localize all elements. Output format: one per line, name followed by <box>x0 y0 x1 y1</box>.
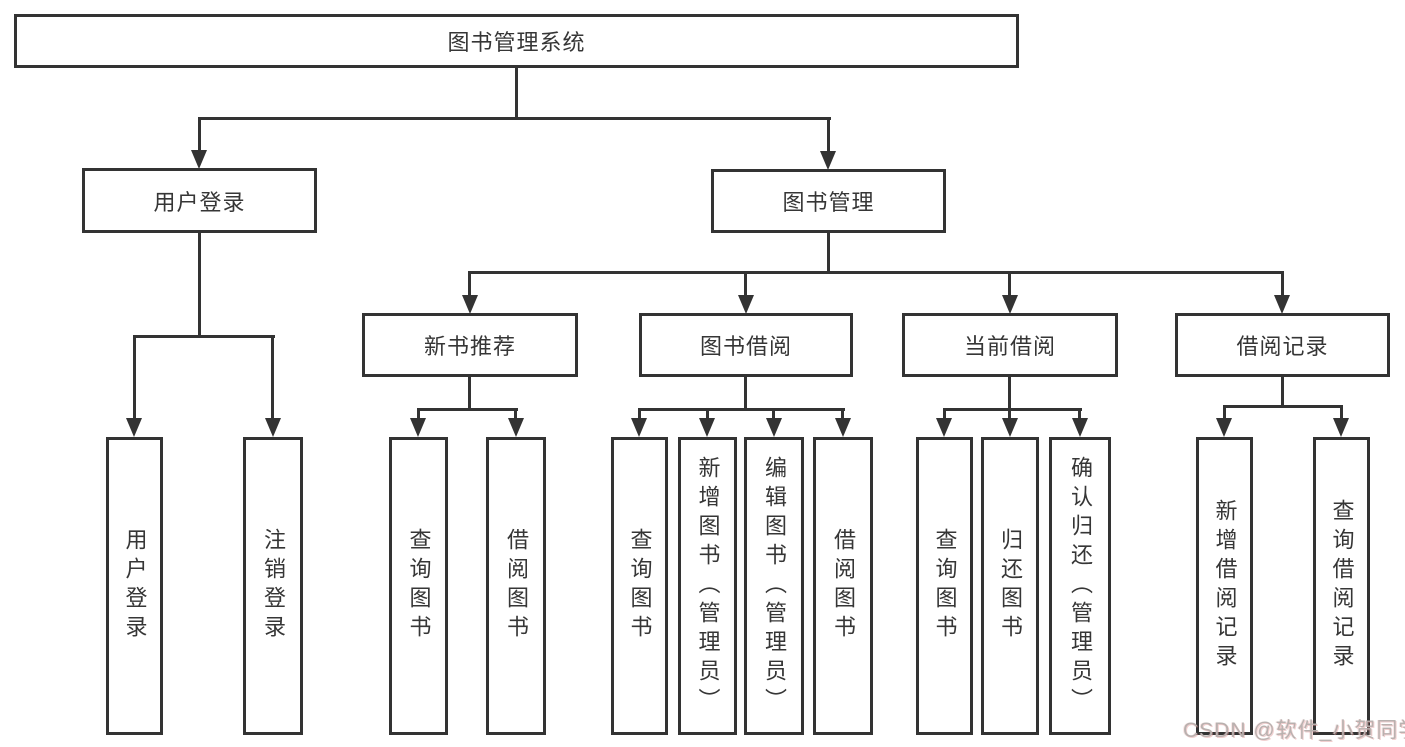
arrowhead-down-icon <box>410 418 426 437</box>
arrowhead-down-icon <box>631 418 647 437</box>
connector-line <box>772 408 775 421</box>
arrowhead-down-icon <box>699 418 715 437</box>
connector-line <box>1008 408 1011 421</box>
leaf-query-books-borrow: 查询图书 <box>611 437 668 735</box>
leaf-return-books: 归还图书 <box>981 437 1039 735</box>
node-new-book-recommend: 新书推荐 <box>362 313 578 377</box>
leaf-confirm-return-admin: 确认归还（管理员） <box>1049 437 1111 735</box>
arrowhead-down-icon <box>766 418 782 437</box>
arrowhead-down-icon <box>738 295 754 314</box>
node-book-management: 图书管理 <box>711 169 946 233</box>
arrowhead-down-icon <box>126 418 142 437</box>
leaf-logout: 注销登录 <box>243 437 303 735</box>
node-user-login: 用户登录 <box>82 168 317 233</box>
connector-line <box>744 271 747 297</box>
connector-line <box>1223 405 1343 408</box>
leaf-query-books-recommend: 查询图书 <box>389 437 448 735</box>
arrowhead-down-icon <box>1333 418 1349 437</box>
leaf-add-borrow-record: 新增借阅记录 <box>1196 437 1253 735</box>
arrowhead-down-icon <box>191 150 207 169</box>
connector-line <box>468 271 471 297</box>
arrowhead-down-icon <box>1274 295 1290 314</box>
arrowhead-down-icon <box>835 418 851 437</box>
connector-line <box>198 233 201 338</box>
node-root: 图书管理系统 <box>14 14 1019 68</box>
connector-line <box>1008 271 1011 297</box>
connector-line <box>198 117 201 152</box>
connector-line <box>417 408 518 411</box>
connector-line <box>198 117 831 120</box>
connector-line <box>133 335 136 421</box>
connector-line <box>1340 405 1343 421</box>
node-book-borrow: 图书借阅 <box>639 313 853 377</box>
node-borrow-records: 借阅记录 <box>1175 313 1390 377</box>
connector-line <box>638 408 641 421</box>
connector-line <box>1008 377 1011 411</box>
connector-line <box>1223 405 1226 421</box>
connector-line <box>827 117 830 152</box>
leaf-borrow-books: 借阅图书 <box>813 437 873 735</box>
node-current-borrow: 当前借阅 <box>902 313 1118 377</box>
connector-line <box>1281 377 1284 408</box>
arrowhead-down-icon <box>936 418 952 437</box>
arrowhead-down-icon <box>265 418 281 437</box>
leaf-borrow-books-recommend: 借阅图书 <box>486 437 546 735</box>
connector-line <box>417 408 420 421</box>
connector-line <box>515 66 518 119</box>
leaf-user-login: 用户登录 <box>106 437 163 735</box>
connector-line <box>943 408 1082 411</box>
arrowhead-down-icon <box>508 418 524 437</box>
connector-line <box>1281 271 1284 297</box>
leaf-add-books-admin: 新增图书（管理员） <box>678 437 737 735</box>
arrowhead-down-icon <box>1002 418 1018 437</box>
leaf-query-books-current: 查询图书 <box>916 437 973 735</box>
arrowhead-down-icon <box>462 295 478 314</box>
connector-line <box>1078 408 1081 421</box>
connector-line <box>638 408 845 411</box>
connector-line <box>827 233 830 273</box>
arrowhead-down-icon <box>1072 418 1088 437</box>
connector-line <box>841 408 844 421</box>
connector-line <box>943 408 946 421</box>
connector-line <box>133 335 275 338</box>
connector-line <box>744 377 747 411</box>
arrowhead-down-icon <box>1002 295 1018 314</box>
connector-line <box>468 377 471 411</box>
connector-line <box>271 335 274 421</box>
arrowhead-down-icon <box>1216 418 1232 437</box>
leaf-edit-books-admin: 编辑图书（管理员） <box>744 437 804 735</box>
csdn-watermark: CSDN @软件_小贺同学 <box>1183 719 1405 742</box>
arrowhead-down-icon <box>820 151 836 170</box>
connector-line <box>468 271 1284 274</box>
connector-line <box>514 408 517 421</box>
leaf-query-borrow-record: 查询借阅记录 <box>1313 437 1370 735</box>
connector-line <box>706 408 709 421</box>
